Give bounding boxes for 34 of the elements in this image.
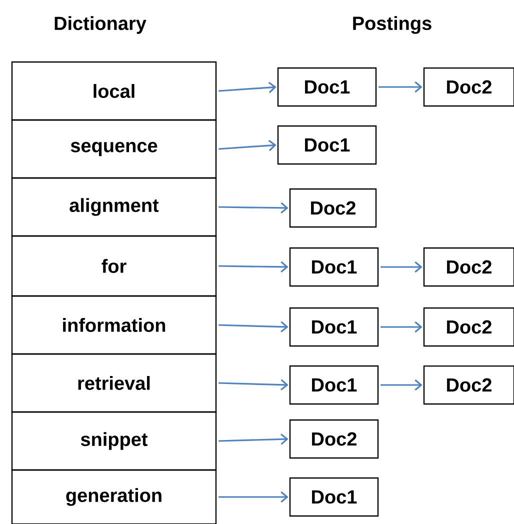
posting-box: Doc2 (289, 419, 379, 459)
dictionary-cell: sequence (11, 119, 217, 179)
posting-box: Doc1 (277, 67, 377, 107)
column-heading: Postings (353, 16, 432, 34)
dictionary-cell: generation (11, 469, 217, 524)
arrow (280, 321, 288, 332)
dictionary-cell: for (11, 235, 217, 297)
arrow (414, 261, 422, 273)
posting-box: Doc2 (423, 247, 514, 287)
arrow (280, 379, 288, 390)
arrow (280, 491, 288, 503)
arrow (268, 140, 276, 152)
dictionary-cell: alignment (11, 177, 217, 237)
arrow (414, 379, 422, 391)
dictionary-cell: retrieval (11, 353, 217, 413)
posting-box: Doc2 (423, 307, 514, 347)
posting-box: Doc1 (277, 125, 377, 165)
arrow (268, 82, 276, 94)
dictionary-cell: local (11, 61, 217, 121)
posting-box: Doc2 (423, 365, 514, 405)
arrow (280, 261, 288, 273)
column-heading: Dictionary (54, 16, 146, 34)
posting-box: Doc2 (289, 188, 377, 228)
arrow (280, 202, 288, 214)
posting-box: Doc1 (289, 365, 379, 405)
posting-box: Doc1 (289, 477, 379, 517)
posting-box: Doc1 (289, 307, 379, 347)
arrow (414, 321, 422, 333)
posting-box: Doc2 (423, 67, 514, 107)
dictionary-cell: snippet (11, 411, 217, 471)
arrow (280, 434, 288, 445)
posting-box: Doc1 (289, 247, 379, 287)
dictionary-cell: information (11, 295, 217, 355)
arrow (414, 81, 422, 93)
